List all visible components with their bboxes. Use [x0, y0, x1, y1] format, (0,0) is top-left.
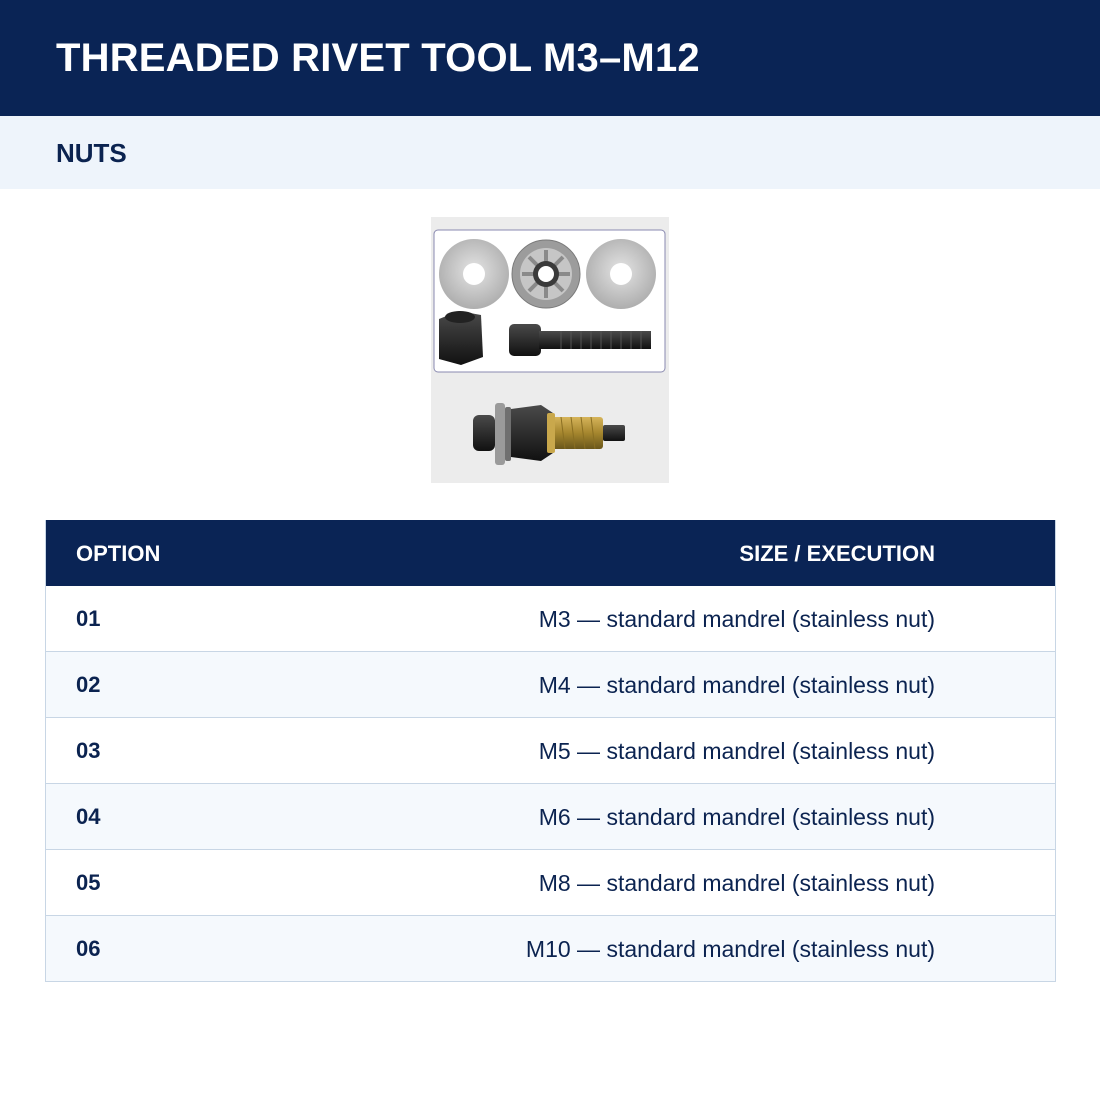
- column-header-option: OPTION: [76, 541, 161, 566]
- option-number: 03: [76, 738, 101, 763]
- option-number: 06: [76, 936, 101, 961]
- size-execution: M4 — standard mandrel (stainless nut): [538, 672, 935, 698]
- size-execution: M8 — standard mandrel (stainless nut): [538, 870, 935, 896]
- rivet-nut-kit-icon: [433, 229, 666, 465]
- table-row: 06 M10 — standard mandrel (stainless nut…: [46, 916, 1055, 982]
- table-row: 04 M6 — standard mandrel (stainless nut): [46, 784, 1055, 850]
- option-number: 05: [76, 870, 101, 895]
- size-execution: M5 — standard mandrel (stainless nut): [538, 738, 935, 764]
- column-header-size: SIZE / EXECUTION: [739, 541, 935, 566]
- page-title: THREADED RIVET TOOL M3–M12: [56, 36, 700, 80]
- page-header: THREADED RIVET TOOL M3–M12: [0, 0, 1100, 116]
- table-header: OPTION SIZE / EXECUTION: [46, 520, 1055, 586]
- product-image: [431, 217, 669, 483]
- table-row: 03 M5 — standard mandrel (stainless nut): [46, 718, 1055, 784]
- size-execution: M3 — standard mandrel (stainless nut): [538, 606, 935, 632]
- section-title: NUTS: [56, 138, 127, 168]
- section-band: [0, 116, 1100, 189]
- option-number: 04: [76, 804, 101, 829]
- options-table: OPTION SIZE / EXECUTION 01 M3 — standard…: [45, 520, 1056, 982]
- option-number: 02: [76, 672, 101, 697]
- table-row: 01 M3 — standard mandrel (stainless nut): [46, 586, 1055, 652]
- table-row: 05 M8 — standard mandrel (stainless nut): [46, 850, 1055, 916]
- size-execution: M10 — standard mandrel (stainless nut): [525, 936, 935, 962]
- option-number: 01: [76, 606, 101, 631]
- size-execution: M6 — standard mandrel (stainless nut): [538, 804, 935, 830]
- table-row: 02 M4 — standard mandrel (stainless nut): [46, 652, 1055, 718]
